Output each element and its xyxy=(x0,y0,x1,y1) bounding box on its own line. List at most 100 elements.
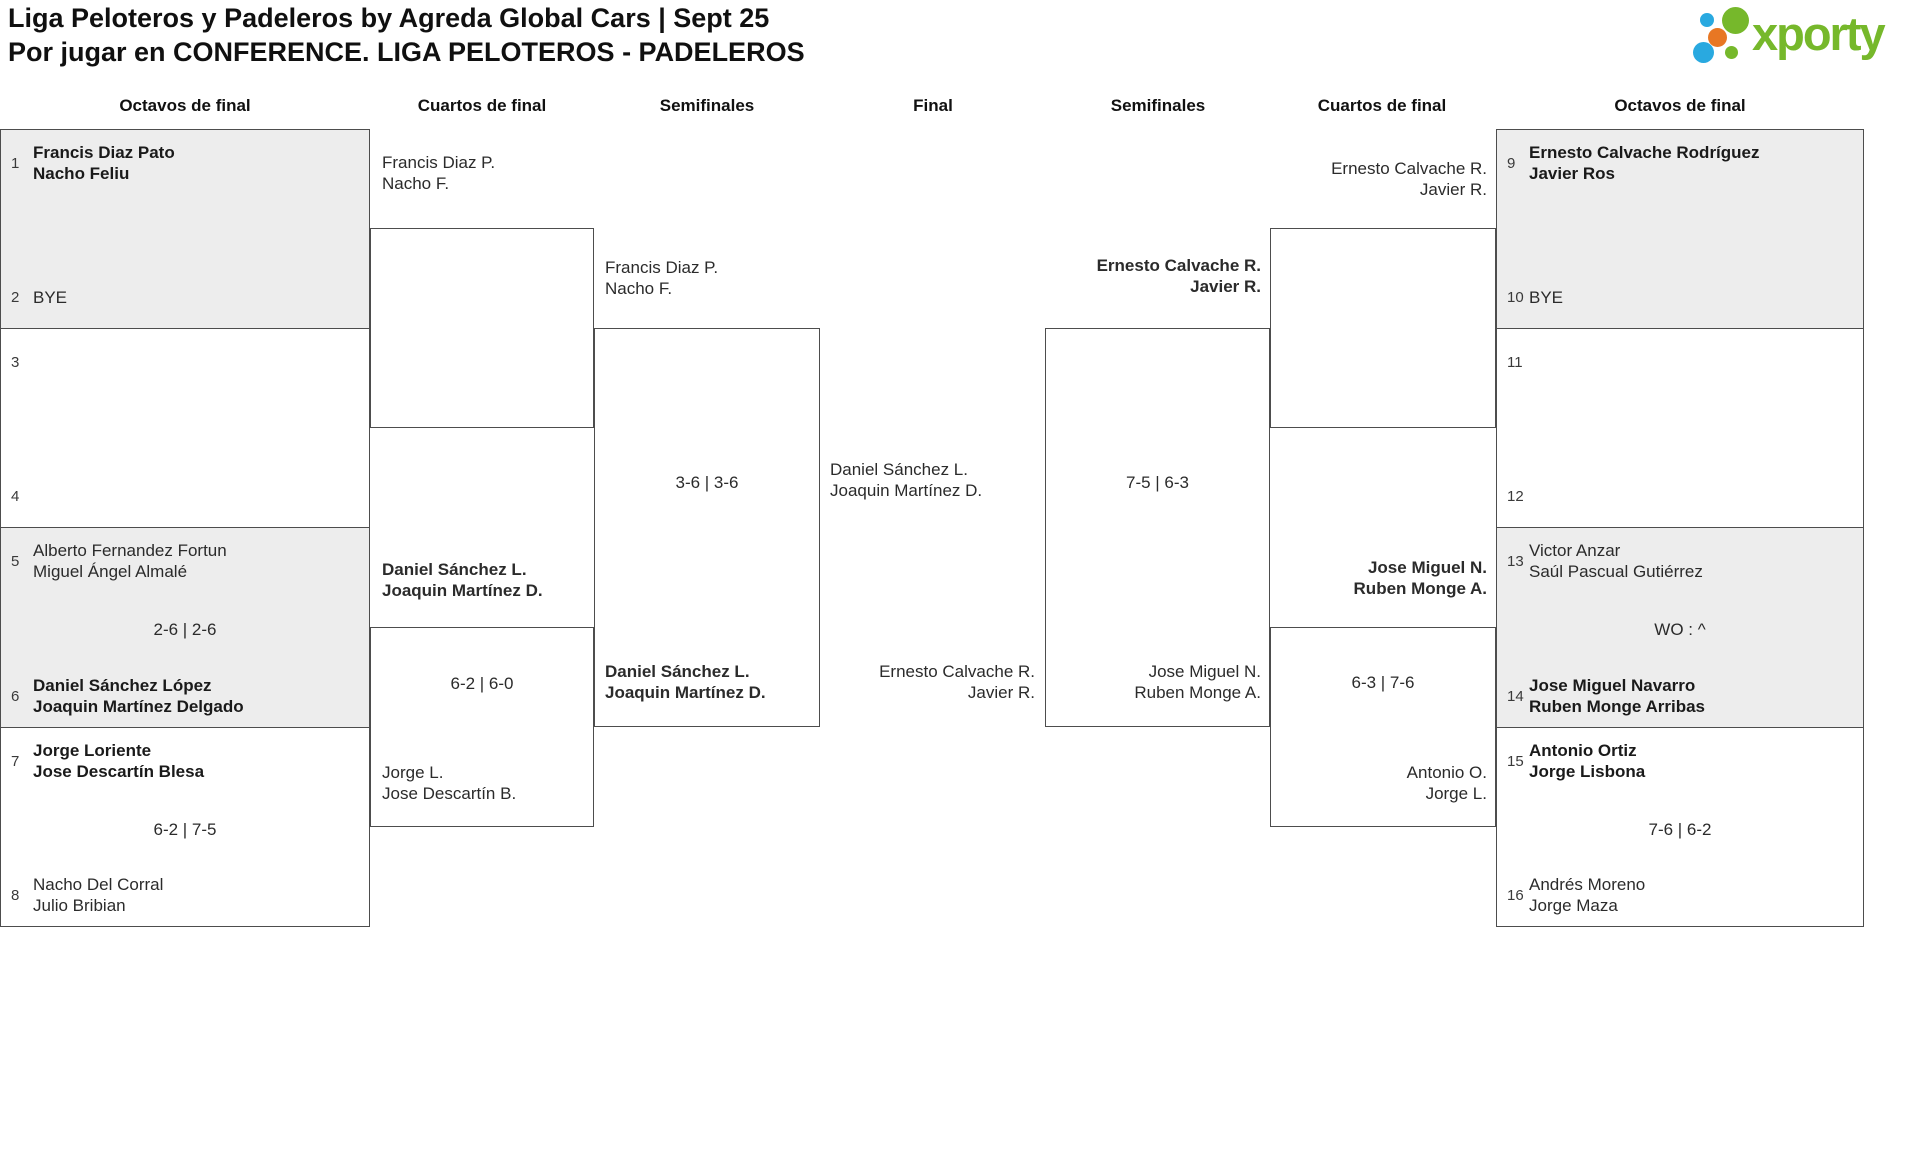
participant-slot: 8 Nacho Del Corral Julio Bribian xyxy=(1,874,369,916)
name-line: Joaquin Martínez D. xyxy=(605,683,766,702)
match-r16-l1[interactable]: 1 Francis Diaz Pato Nacho Feliu 2 BYE xyxy=(0,129,370,329)
match-r16-l2[interactable]: 3 4 xyxy=(0,328,370,528)
participant-slot: 12 xyxy=(1497,475,1863,517)
name-line: Daniel Sánchez López xyxy=(33,676,212,695)
round-header-final: Final xyxy=(913,96,953,115)
name-line: Nacho Feliu xyxy=(33,164,130,183)
name-line: Daniel Sánchez L. xyxy=(382,560,527,579)
name-line: Ernesto Calvache Rodríguez xyxy=(1529,143,1760,162)
name-line: Jose Miguel N. xyxy=(1367,558,1487,577)
name-line: Francis Diaz P. xyxy=(605,258,719,277)
participant-qf-l1-top: Francis Diaz P. Nacho F. xyxy=(382,152,495,194)
name-line: Julio Bribian xyxy=(33,896,126,915)
name-line: Jorge Loriente xyxy=(33,741,152,760)
participant-final-right: Ernesto Calvache R. Javier R. xyxy=(879,661,1035,703)
match-r16-r1[interactable]: 9 Ernesto Calvache Rodríguez Javier Ros … xyxy=(1496,129,1864,329)
name-line: Nacho Del Corral xyxy=(33,875,164,894)
round-header-octavos-left: Octavos de final xyxy=(119,96,251,115)
name-line: Nacho F. xyxy=(605,279,673,298)
name-line: BYE xyxy=(33,287,68,307)
name-line: Ruben Monge Arribas xyxy=(1529,697,1705,716)
participant-qf-r2-bottom: Antonio O. Jorge L. xyxy=(1407,762,1487,804)
name-line: Saúl Pascual Gutiérrez xyxy=(1529,562,1703,581)
participant-final-left: Daniel Sánchez L. Joaquin Martínez D. xyxy=(830,459,982,501)
seed-number: 7 xyxy=(11,752,20,770)
participant-slot: 10 BYE xyxy=(1497,276,1863,318)
participant-sf-r-top: Ernesto Calvache R. Javier R. xyxy=(1097,255,1261,297)
name-line: Daniel Sánchez L. xyxy=(605,662,750,681)
name-line: Javier R. xyxy=(967,683,1035,702)
score-qf-r2: 6-3 | 7-6 xyxy=(1351,673,1415,692)
match-box-qf-r2[interactable] xyxy=(1270,627,1496,827)
participant-names: Jose Miguel Navarro Ruben Monge Arribas xyxy=(1529,675,1705,717)
score-qf-l2: 6-2 | 6-0 xyxy=(450,674,514,693)
name-line: Jose Descartín B. xyxy=(382,784,517,803)
participant-slot: 6 Daniel Sánchez López Joaquin Martínez … xyxy=(1,675,369,717)
participant-slot: 5 Alberto Fernandez Fortun Miguel Ángel … xyxy=(1,540,369,582)
match-r16-l4[interactable]: 7 Jorge Loriente Jose Descartín Blesa 6-… xyxy=(0,727,370,927)
name-line: Andrés Moreno xyxy=(1529,875,1646,894)
match-box-qf-r1[interactable] xyxy=(1270,228,1496,428)
name-line: Jorge Lisbona xyxy=(1529,762,1646,781)
round-header-semis-right: Semifinales xyxy=(1110,96,1206,115)
participant-slot: 1 Francis Diaz Pato Nacho Feliu xyxy=(1,142,369,184)
page-subtitle: Por jugar en CONFERENCE. LIGA PELOTEROS … xyxy=(8,37,805,67)
seed-number: 9 xyxy=(1507,154,1516,172)
participant-slot: 9 Ernesto Calvache Rodríguez Javier Ros xyxy=(1497,142,1863,184)
seed-number: 3 xyxy=(11,353,20,371)
match-box-sf-r[interactable] xyxy=(1045,328,1270,727)
participant-qf-r1-top: Ernesto Calvache R. Javier R. xyxy=(1331,158,1487,200)
match-score: 7-6 | 6-2 xyxy=(1648,820,1712,839)
participant-names: Andrés Moreno Jorge Maza xyxy=(1529,874,1645,916)
match-score: 6-2 | 7-5 xyxy=(153,820,217,839)
participant-names: BYE xyxy=(33,287,67,308)
logo-dot-orange-icon xyxy=(1708,28,1727,47)
name-line: Antonio O. xyxy=(1406,763,1487,782)
participant-slot: 16 Andrés Moreno Jorge Maza xyxy=(1497,874,1863,916)
name-line: Ernesto Calvache R. xyxy=(1096,256,1261,275)
participant-names: BYE xyxy=(1529,287,1563,308)
participant-sf-l-bottom: Daniel Sánchez L. Joaquin Martínez D. xyxy=(605,661,766,703)
match-r16-r4[interactable]: 15 Antonio Ortiz Jorge Lisbona 7-6 | 6-2… xyxy=(1496,727,1864,927)
seed-number: 4 xyxy=(11,487,20,505)
match-box-qf-l2[interactable] xyxy=(370,627,594,827)
round-header-octavos-right: Octavos de final xyxy=(1614,96,1746,115)
name-line: Francis Diaz P. xyxy=(382,153,496,172)
name-line: Javier R. xyxy=(1419,180,1487,199)
match-box-sf-l[interactable] xyxy=(594,328,820,727)
name-line: Ernesto Calvache R. xyxy=(1331,159,1487,178)
match-box-qf-l1[interactable] xyxy=(370,228,594,428)
seed-number: 13 xyxy=(1507,552,1524,570)
name-line: Alberto Fernandez Fortun xyxy=(33,541,227,560)
round-header-cuartos-right: Cuartos de final xyxy=(1317,96,1447,115)
name-line: Ruben Monge A. xyxy=(1134,683,1261,702)
participant-slot: 7 Jorge Loriente Jose Descartín Blesa xyxy=(1,740,369,782)
logo-dot-green-big-icon xyxy=(1722,7,1749,34)
seed-number: 2 xyxy=(11,288,20,306)
name-line: Victor Anzar xyxy=(1529,541,1621,560)
participant-slot: 2 BYE xyxy=(1,276,369,318)
participant-names: Nacho Del Corral Julio Bribian xyxy=(33,874,163,916)
match-r16-l3[interactable]: 5 Alberto Fernandez Fortun Miguel Ángel … xyxy=(0,527,370,728)
participant-slot: 3 xyxy=(1,341,369,383)
participant-qf-l2-top: Daniel Sánchez L. Joaquin Martínez D. xyxy=(382,559,543,601)
participant-names: Victor Anzar Saúl Pascual Gutiérrez xyxy=(1529,540,1703,582)
logo-wordmark[interactable]: xporty xyxy=(1752,7,1886,60)
name-line: Ernesto Calvache R. xyxy=(879,662,1035,681)
name-line: Jose Miguel N. xyxy=(1148,662,1261,681)
name-line: Joaquin Martínez D. xyxy=(830,481,983,500)
score-sf-l: 3-6 | 3-6 xyxy=(675,473,739,492)
participant-names: Alberto Fernandez Fortun Miguel Ángel Al… xyxy=(33,540,227,582)
name-line: Joaquin Martínez Delgado xyxy=(33,697,244,716)
participant-slot: 4 xyxy=(1,475,369,517)
name-line: Jorge L. xyxy=(382,763,444,782)
seed-number: 12 xyxy=(1507,487,1524,505)
name-line: Nacho F. xyxy=(382,174,450,193)
name-line: Javier R. xyxy=(1190,277,1261,296)
match-r16-r3[interactable]: 13 Victor Anzar Saúl Pascual Gutiérrez W… xyxy=(1496,527,1864,728)
match-r16-r2[interactable]: 11 12 xyxy=(1496,328,1864,528)
name-line: Miguel Ángel Almalé xyxy=(33,562,188,581)
seed-number: 16 xyxy=(1507,886,1524,904)
seed-number: 14 xyxy=(1507,687,1524,705)
